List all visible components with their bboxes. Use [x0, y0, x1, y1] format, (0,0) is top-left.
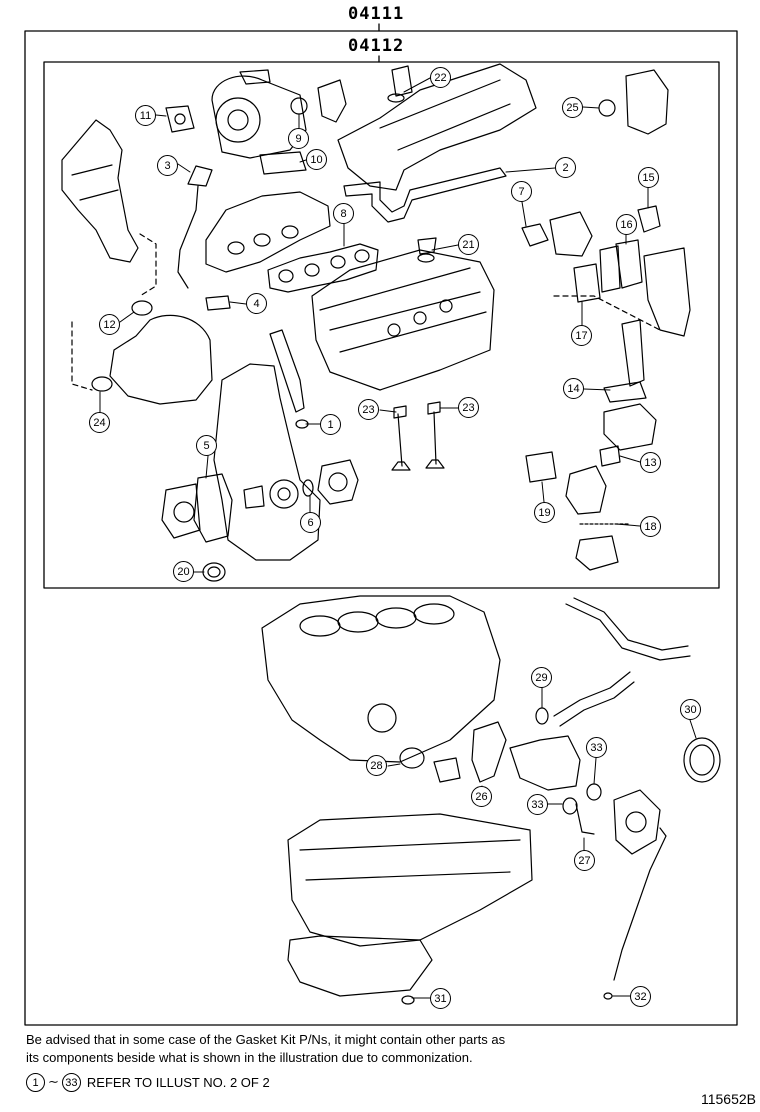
cylinder-block [261, 595, 501, 763]
callout-11[interactable]: 11 [135, 105, 156, 126]
part-drawings [61, 63, 721, 1005]
reference-note: 1 ∼ 33 REFER TO ILLUST NO. 2 OF 2 [26, 1071, 270, 1093]
callout-15[interactable]: 15 [638, 167, 659, 188]
callout-8[interactable]: 8 [333, 203, 354, 224]
o-ring-9 [290, 97, 308, 115]
thermostat-housing [509, 735, 581, 791]
callout-13[interactable]: 13 [640, 452, 661, 473]
fuel-injector [269, 329, 305, 413]
water-pump [317, 459, 359, 505]
leader-lines [99, 77, 697, 999]
oil-pan [287, 935, 433, 997]
callout-4[interactable]: 4 [246, 293, 267, 314]
callout-2[interactable]: 2 [555, 157, 576, 178]
callout-3[interactable]: 3 [157, 155, 178, 176]
reference-start-callout: 1 [26, 1072, 45, 1092]
gasket-11 [165, 105, 195, 133]
callout-17[interactable]: 17 [571, 325, 592, 346]
callout-9[interactable]: 9 [288, 128, 309, 149]
o-ring-25 [598, 99, 616, 117]
catalytic-converter [61, 119, 139, 263]
gasket-10 [259, 151, 307, 175]
crankshaft-seal [683, 737, 721, 783]
gasket-13 [599, 445, 621, 467]
callout-23-left[interactable]: 23 [358, 399, 379, 420]
throttle-body [603, 403, 657, 451]
timing-chain-cover [213, 363, 321, 561]
gasket-26 [471, 721, 507, 783]
oil-pipe [177, 185, 199, 289]
callout-33-upper[interactable]: 33 [586, 737, 607, 758]
callout-21[interactable]: 21 [458, 234, 479, 255]
reference-text: REFER TO ILLUST NO. 2 OF 2 [86, 1074, 270, 1090]
egr-cooler [643, 247, 691, 337]
crankcase-upper [287, 813, 533, 947]
callout-12[interactable]: 12 [99, 314, 120, 335]
callout-19[interactable]: 19 [534, 502, 555, 523]
range-tilde: ∼ [48, 1074, 59, 1089]
oil-seal-28 [399, 747, 425, 769]
water-pipe [565, 603, 691, 661]
callout-29[interactable]: 29 [531, 667, 552, 688]
callout-33-lower[interactable]: 33 [527, 794, 548, 815]
callout-5[interactable]: 5 [196, 435, 217, 456]
callout-20[interactable]: 20 [173, 561, 194, 582]
oil-filter-bracket [613, 789, 661, 855]
turbocharger [211, 75, 307, 159]
gasket-7 [521, 223, 549, 247]
callout-6[interactable]: 6 [300, 512, 321, 533]
outer-kit-number: 04111 [348, 4, 405, 24]
callout-22[interactable]: 22 [430, 67, 451, 88]
figure-number: 115652B [700, 1091, 756, 1107]
callout-24[interactable]: 24 [89, 412, 110, 433]
callout-14[interactable]: 14 [563, 378, 584, 399]
callout-7[interactable]: 7 [511, 181, 532, 202]
inner-kit-number: 04112 [348, 36, 405, 56]
callout-32[interactable]: 32 [630, 986, 651, 1007]
egr-valve [549, 211, 593, 257]
callout-26[interactable]: 26 [471, 786, 492, 807]
callout-30[interactable]: 30 [680, 699, 701, 720]
cylinder-head [311, 249, 495, 391]
outer-kit-frame [24, 30, 738, 1026]
inner-kit-frame [43, 61, 720, 589]
gasket-15 [637, 205, 661, 233]
callout-28[interactable]: 28 [366, 755, 387, 776]
callout-31[interactable]: 31 [430, 988, 451, 1009]
gasket-16 [615, 239, 643, 289]
gasket-5 [193, 473, 233, 543]
reference-end-callout: 33 [61, 1072, 81, 1092]
callout-27[interactable]: 27 [574, 850, 595, 871]
turbo-outlet-housing [109, 314, 213, 405]
callout-25[interactable]: 25 [562, 97, 583, 118]
callout-1[interactable]: 1 [320, 414, 341, 435]
oil-dipstick [613, 827, 667, 981]
callout-16[interactable]: 16 [616, 214, 637, 235]
gasket-19 [525, 451, 557, 483]
valve-2 [425, 411, 445, 469]
housing-25 [625, 69, 669, 135]
head-cover-gasket [343, 167, 507, 223]
cylinder-head-cover [337, 63, 537, 191]
callout-18[interactable]: 18 [640, 516, 661, 537]
manifold-gasket [267, 243, 379, 293]
callout-23-right[interactable]: 23 [458, 397, 479, 418]
gasket-14 [603, 381, 647, 403]
exhaust-manifold [205, 191, 331, 273]
valve-1 [391, 413, 411, 471]
gasket-17 [573, 263, 601, 303]
oil-seal-20 [202, 562, 226, 582]
disclaimer-line-2: its components beside what is shown in t… [26, 1050, 473, 1065]
disclaimer-line-1: Be advised that in some case of the Gask… [26, 1032, 506, 1047]
callout-10[interactable]: 10 [306, 149, 327, 170]
gasket-4 [205, 295, 231, 311]
